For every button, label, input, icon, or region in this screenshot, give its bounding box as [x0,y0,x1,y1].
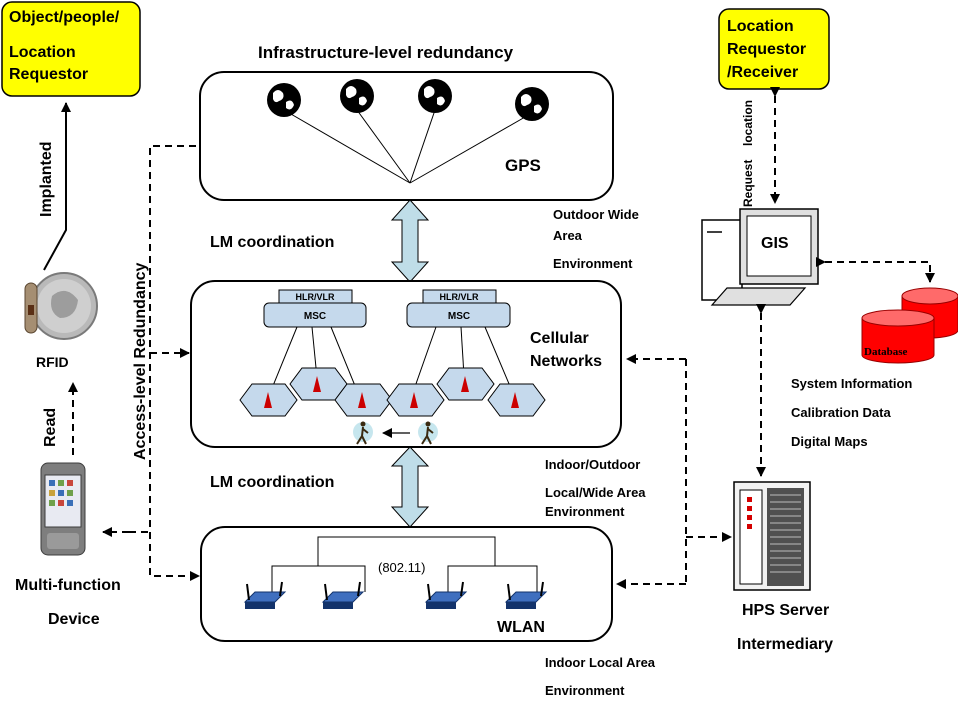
device-label-line-1: Multi-function [15,577,121,594]
msc-unit-right: HLR/VLR MSC [406,289,511,328]
rfid-label: RFID [36,354,69,370]
lm-coordination-upper: LM coordination [210,234,334,251]
indoor-outdoor-env-line-3: Environment [545,504,625,519]
gps-signal-lines [283,109,533,184]
indoor-outdoor-env-line-2: Local/Wide Area [545,485,646,500]
wlan-box: (802.11) WLAN [200,526,613,642]
requestor-left-line-3: Requestor [9,66,88,83]
globe-icon [340,79,374,113]
requestor-box-right: Location Requestor /Receiver [718,8,830,90]
location-label: location [741,100,755,146]
device-label-line-2: Device [48,611,100,628]
double-arrow-gps-cellular [390,199,430,283]
db-info-line-2: Calibration Data [791,405,891,420]
server-icon [733,481,811,591]
walking-person-icon [353,421,373,445]
cell-grid [239,367,546,417]
msc-label-left: MSC [304,311,326,322]
cellular-label-line-1: Cellular [530,330,589,347]
lm-coordination-lower: LM coordination [210,474,334,491]
outdoor-env-line-1: Outdoor Wide [553,207,639,222]
cellular-box: HLR/VLR MSC HLR/VLR MSC [190,280,622,448]
hps-server-line-1: HPS Server [742,602,829,619]
wireless-router-icon [321,581,365,609]
cell-tower-icon [511,392,519,408]
database-icon [861,287,958,364]
cell-tower-icon [410,392,418,408]
computer-icon [701,208,819,306]
read-label: Read [42,408,59,447]
wlan-label: WLAN [497,619,545,636]
indoor-outdoor-env-line-1: Indoor/Outdoor [545,457,640,472]
msc-label-right: MSC [448,311,470,322]
wireless-router-icon [504,581,548,609]
wlan-standard: (802.11) [378,560,425,575]
globe-icon [515,87,549,121]
double-arrow-cellular-wlan [390,446,430,528]
hps-server-line-2: Intermediary [737,636,833,653]
outdoor-env-line-2: Area [553,228,583,243]
requestor-left-line-1: Object/people/ [9,9,120,26]
indoor-local-env-line-2: Environment [545,683,625,698]
rfid-tag-icon [24,282,38,334]
requestor-box-left: Object/people/ Location Requestor [1,1,141,97]
db-info-line-1: System Information [791,376,912,391]
hlr-vlr-label-right: HLR/VLR [440,292,479,302]
gis-label: GIS [761,235,789,252]
pda-icon [40,462,86,556]
walking-person-icon [418,421,438,445]
globe-icon [267,83,301,117]
request-label: Request [741,160,755,207]
wireless-router-icon [424,581,468,609]
gps-label: GPS [505,156,541,175]
requestor-right-line-1: Location [727,18,794,35]
server-network-connectors [616,354,732,589]
gps-box: GPS [199,71,614,201]
access-redundancy-connectors [129,145,200,581]
cell-tower-icon [264,392,272,408]
infra-redundancy-title: Infrastructure-level redundancy [258,43,514,62]
requestor-right-line-2: Requestor [727,41,806,58]
cell-tower-icon [358,392,366,408]
implanted-label: Implanted [38,141,55,217]
wireless-router-icon [243,581,287,609]
wlan-backbone [271,536,538,592]
cell-tower-icon [313,376,321,392]
cellular-label-line-2: Networks [530,353,602,370]
outdoor-env-line-3: Environment [553,256,633,271]
globe-icon [418,79,452,113]
implanted-arrow [43,102,71,271]
gis-database-link [816,257,935,283]
database-label: Database [864,346,908,358]
requestor-left-line-2: Location [9,44,76,61]
access-redundancy-label: Access-level Redundancy [132,262,149,460]
cell-tower-icon [461,376,469,392]
db-info-line-3: Digital Maps [791,434,868,449]
msc-unit-left: HLR/VLR MSC [263,289,367,328]
coin-icon [30,272,98,340]
indoor-local-env-line-1: Indoor Local Area [545,655,656,670]
hlr-vlr-label-left: HLR/VLR [296,292,335,302]
requestor-right-line-3: /Receiver [727,64,798,81]
